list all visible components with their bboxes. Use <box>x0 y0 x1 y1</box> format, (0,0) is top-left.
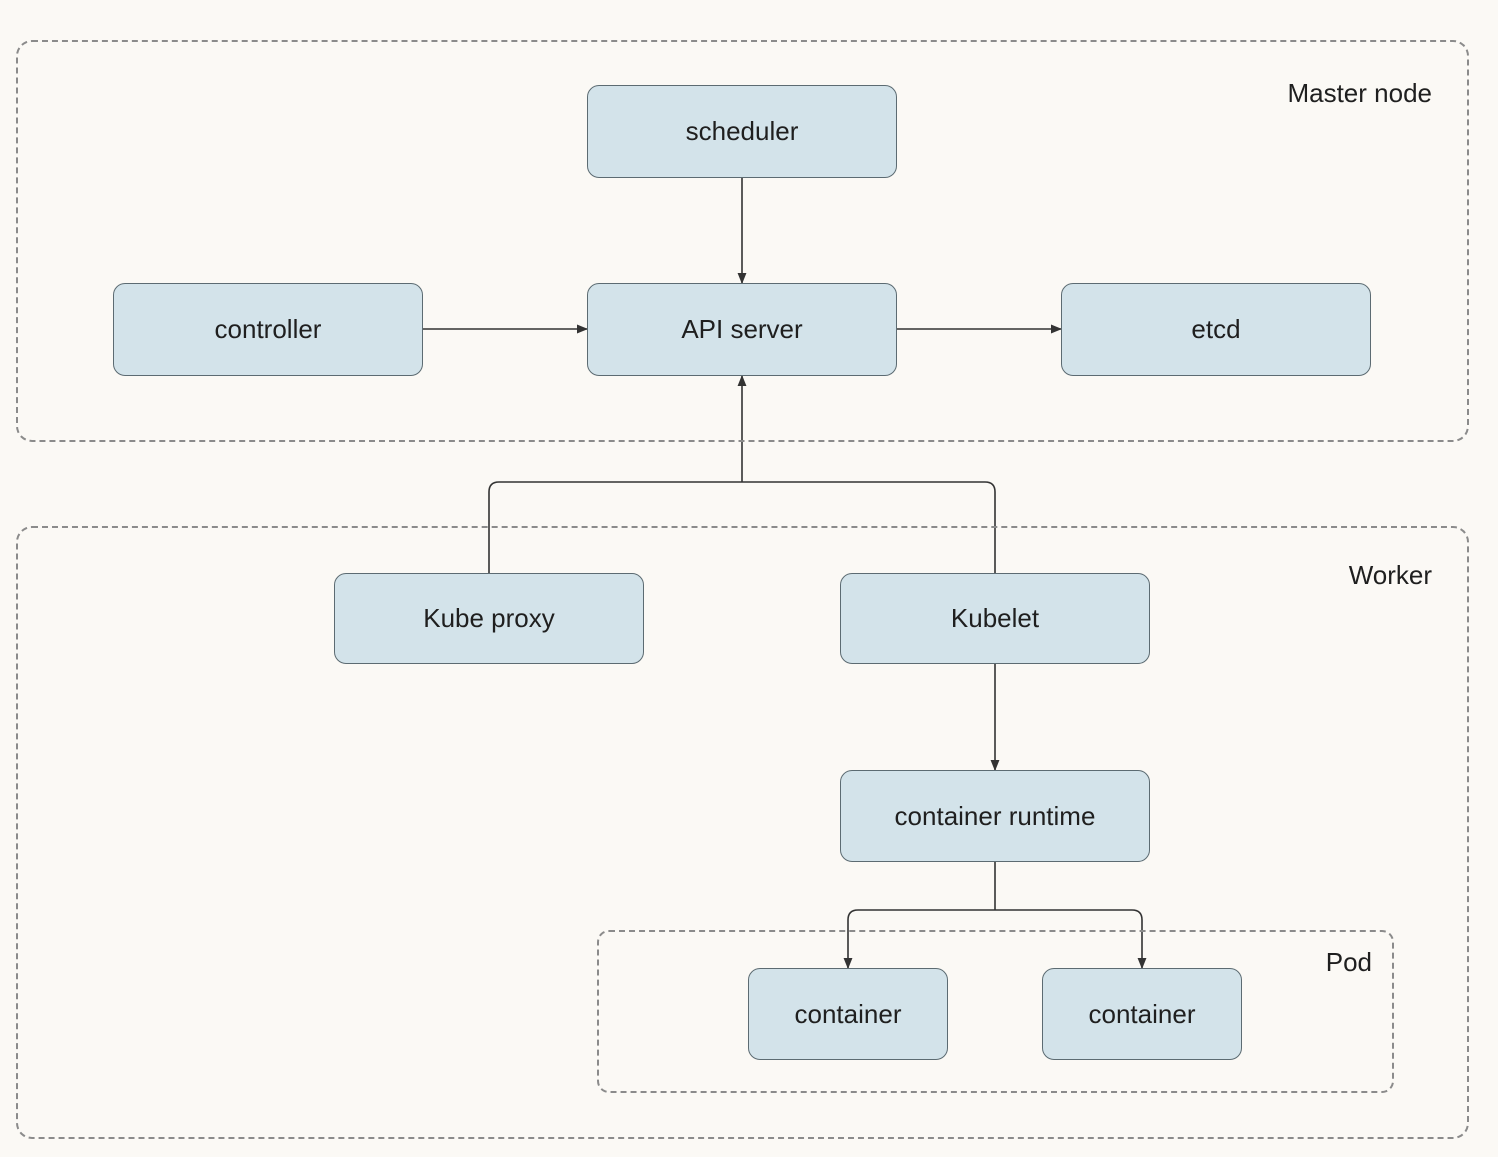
container-node-1: container <box>748 968 948 1060</box>
container-runtime-node: container runtime <box>840 770 1150 862</box>
scheduler-node: scheduler <box>587 85 897 178</box>
edge-kube-proxy-to-api-server <box>488 481 742 573</box>
api-server-node: API server <box>587 283 897 376</box>
container-node-2: container <box>1042 968 1242 1060</box>
master-node-region <box>16 40 1469 442</box>
pod-label: Pod <box>1325 947 1372 977</box>
kubelet-node: Kubelet <box>840 573 1150 664</box>
worker-region <box>16 526 1469 1139</box>
edge-container-runtime-to-container-1 <box>843 909 995 970</box>
etcd-node: etcd <box>1061 283 1371 376</box>
kube-proxy-node: Kube proxy <box>334 573 644 664</box>
worker-label: Worker <box>1348 560 1432 590</box>
master-node-label: Master node <box>1287 78 1432 108</box>
edge-container-runtime-to-container-2 <box>995 909 1147 970</box>
controller-node: controller <box>113 283 423 376</box>
edge-kubelet-to-api-server <box>742 481 996 573</box>
pod-region <box>597 930 1394 1093</box>
